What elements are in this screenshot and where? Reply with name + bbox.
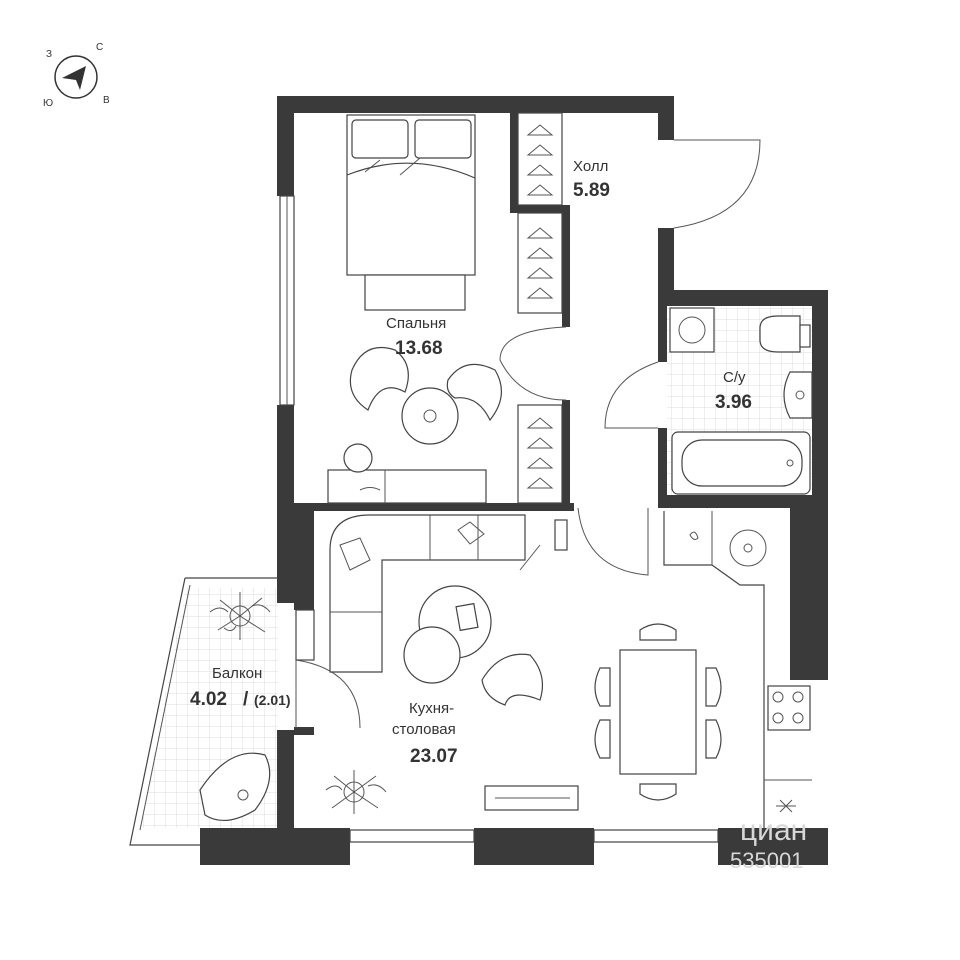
- washing-machine: [669, 307, 715, 353]
- kitchen-furniture: [329, 511, 812, 828]
- interior-doors: [499, 326, 659, 576]
- stove: [767, 685, 811, 731]
- bathroom-name: С/у: [723, 369, 746, 386]
- watermark-line1: циан: [740, 814, 807, 847]
- compass: З С Ю В: [43, 42, 110, 109]
- bathroom-fixtures: [669, 307, 813, 495]
- bedroom-area: 13.68: [395, 338, 443, 359]
- walls: [200, 96, 828, 865]
- balcony-name: Балкон: [212, 665, 262, 682]
- dining-table: [619, 649, 697, 775]
- compass-south: Ю: [43, 98, 53, 109]
- room-labels: Холл 5.89 Спальня 13.68 С/у 3.96 Кухня- …: [190, 158, 752, 767]
- kitchen-armchair: [481, 653, 543, 706]
- hall-area: 5.89: [573, 180, 610, 201]
- armchair-right: [446, 363, 502, 422]
- armchair-left: [349, 346, 409, 411]
- entrance-door: [673, 139, 761, 229]
- compass-east: В: [103, 95, 110, 106]
- coffee-table: [401, 387, 459, 445]
- watermark: циан 535001: [730, 814, 807, 873]
- bathroom-area: 3.96: [715, 392, 752, 413]
- toilet: [759, 315, 801, 353]
- plant-kitchen-icon: [325, 770, 387, 814]
- plant-balcony-icon: [209, 592, 271, 640]
- hall-name: Холл: [573, 158, 608, 175]
- compass-arrow-icon: [62, 66, 86, 90]
- balcony-area: 4.02: [190, 689, 227, 710]
- wardrobes: [517, 112, 563, 504]
- compass-north: С: [96, 42, 103, 53]
- bedroom-name: Спальня: [386, 315, 446, 332]
- bedroom-furniture: [327, 114, 502, 504]
- watermark-line2: 535001: [730, 848, 803, 873]
- compass-west: З: [46, 49, 52, 60]
- balcony-separator: /: [243, 689, 249, 710]
- windows: [279, 195, 719, 843]
- sofa: [329, 514, 526, 673]
- kitchen-name-line2: столовая: [392, 721, 456, 738]
- kitchen-name-line1: Кухня-: [409, 700, 454, 717]
- balcony-reduced-area: (2.01): [254, 692, 291, 708]
- balcony-lounger: [199, 752, 271, 821]
- washbasin: [783, 371, 813, 419]
- plants: [199, 592, 387, 821]
- balcony: [129, 577, 361, 846]
- kitchen-area: 23.07: [410, 746, 458, 767]
